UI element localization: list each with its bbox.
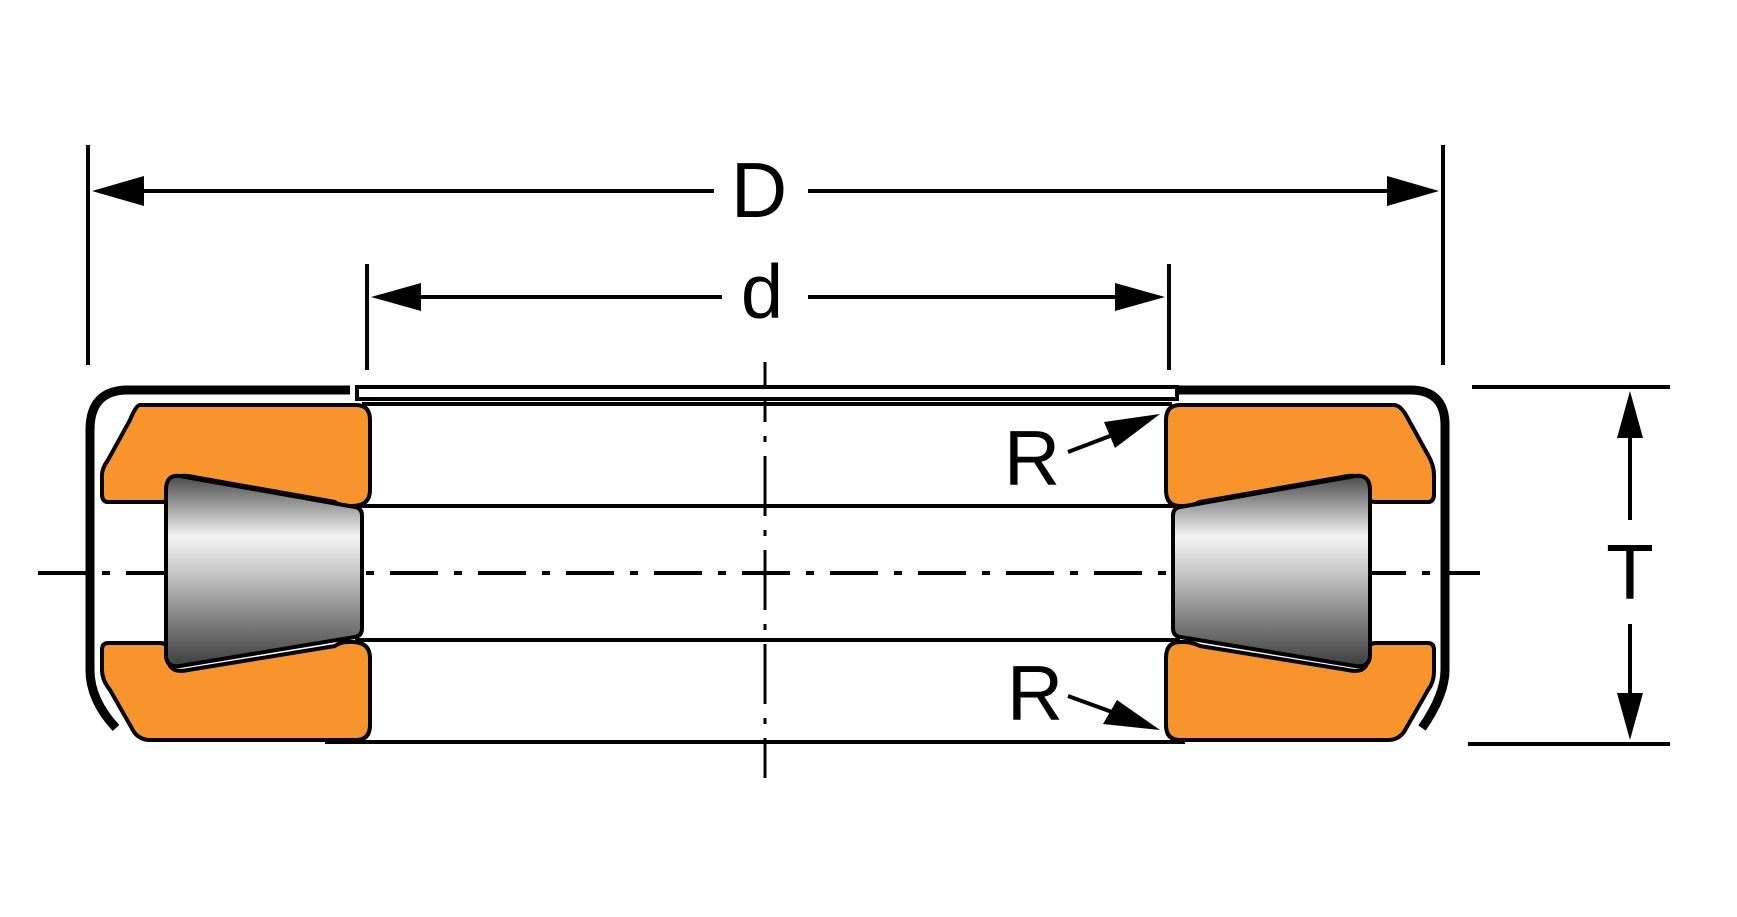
dimension-outer-diameter: D	[86, 145, 1445, 365]
arrow-left-icon	[371, 283, 421, 311]
left-bearing-section	[100, 403, 372, 742]
arrow-right-icon	[1387, 176, 1439, 206]
radius-leader-line	[1067, 694, 1113, 714]
arrow-down-icon	[1617, 693, 1643, 740]
label-outer-diameter: D	[731, 146, 787, 234]
right-tapered-roller	[1171, 473, 1372, 669]
housing-left-outline	[85, 385, 350, 732]
shaft-washer-top	[355, 385, 1179, 401]
radius-arrow-icon	[1104, 414, 1160, 448]
right-lower-race	[1164, 640, 1436, 742]
arrow-left-icon	[92, 176, 144, 206]
radius-callout-top: R	[1004, 414, 1160, 502]
arrow-up-icon	[1617, 391, 1643, 438]
dimension-bore-diameter: d	[365, 250, 1171, 370]
radius-arrow-icon	[1103, 700, 1160, 730]
label-radius-bottom: R	[1007, 649, 1063, 737]
radius-leader-line	[1067, 434, 1111, 454]
dimension-width: T	[1468, 385, 1670, 746]
label-width: T	[1606, 528, 1654, 616]
radius-callout-bottom: R	[1007, 649, 1160, 737]
label-radius-top: R	[1004, 414, 1060, 502]
arrow-right-icon	[1115, 283, 1165, 311]
housing-right-outline	[1165, 385, 1450, 731]
label-bore-diameter: d	[741, 250, 783, 335]
right-bearing-section	[1164, 403, 1436, 742]
left-tapered-roller	[164, 473, 364, 669]
